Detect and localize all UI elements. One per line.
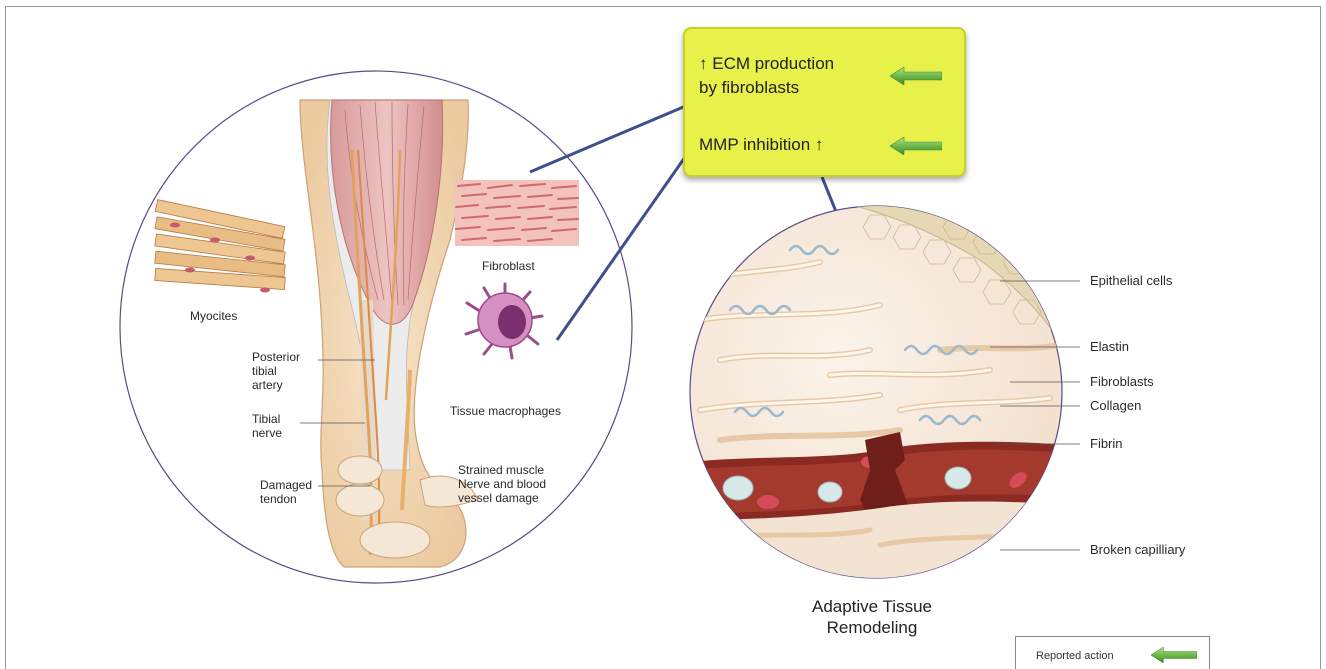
label-myocites: Myocites	[190, 309, 237, 323]
up-arrow-icon: ↑	[699, 54, 708, 73]
label-posterior-tibial-artery: Posterior tibial artery	[252, 350, 300, 392]
label-elastin: Elastin	[1090, 340, 1129, 354]
label-epithelial-cells: Epithelial cells	[1090, 274, 1172, 288]
green-left-arrow-icon	[890, 67, 942, 85]
label-broken-capillary: Broken capilliary	[1090, 543, 1185, 557]
connector-line	[530, 105, 688, 172]
label-damaged-tendon: Damaged tendon	[260, 478, 312, 506]
diagram-caption: Adaptive Tissue Remodeling	[788, 596, 956, 638]
callout-line-fibroblasts: by fibroblasts	[699, 77, 799, 99]
label-fibroblast: Fibroblast	[482, 259, 535, 273]
legend-box: Reported action	[1015, 636, 1210, 669]
label-strained-muscle: Strained muscle Nerve and blood vessel d…	[458, 463, 546, 505]
label-tibial-nerve: Tibial nerve	[252, 412, 282, 440]
fibroblast-illustration	[455, 180, 579, 246]
green-left-arrow-icon	[1151, 647, 1197, 663]
reported-actions-callout: ↑ ECM production by fibroblasts MMP inhi…	[683, 27, 966, 177]
legend-label: Reported action	[1036, 650, 1114, 662]
green-left-arrow-icon	[890, 137, 942, 155]
label-tissue-macrophages: Tissue macrophages	[450, 404, 561, 418]
label-fibrin: Fibrin	[1090, 437, 1123, 451]
label-collagen: Collagen	[1090, 399, 1141, 413]
callout-line-ecm: ↑ ECM production	[699, 53, 834, 75]
up-arrow-icon: ↑	[815, 135, 824, 154]
label-fibroblasts: Fibroblasts	[1090, 375, 1154, 389]
callout-line-mmp: MMP inhibition ↑	[699, 134, 823, 156]
